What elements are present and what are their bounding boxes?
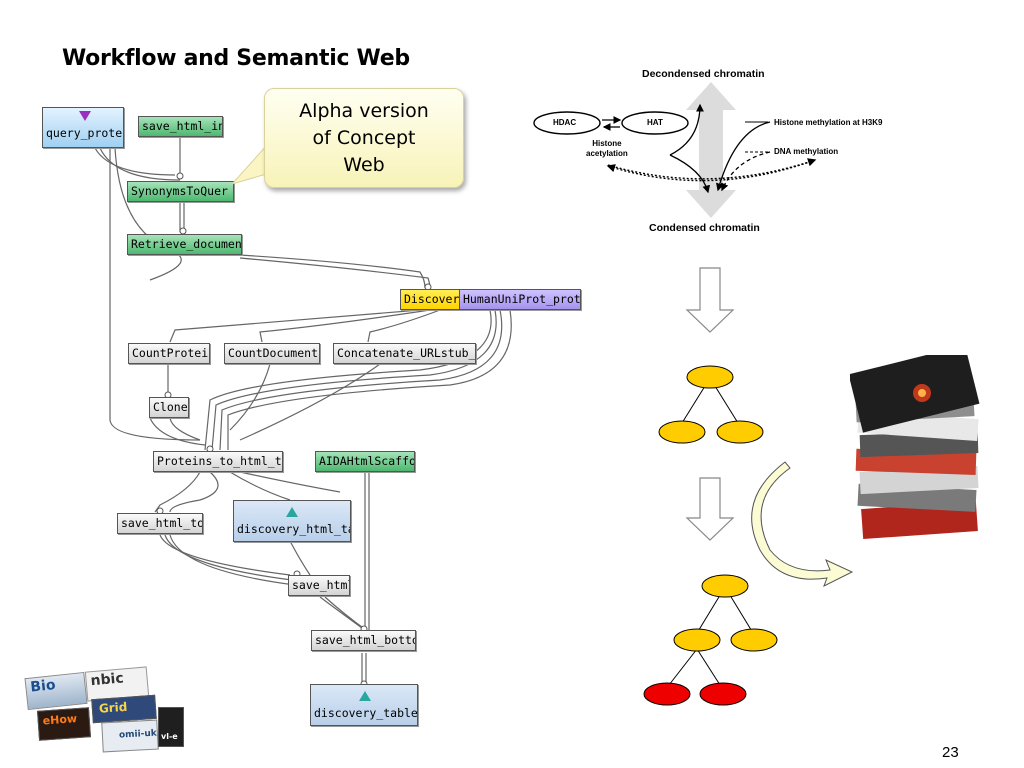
node-discovery-html-table[interactable]: discovery_html_table <box>233 500 351 542</box>
tree-node <box>730 628 778 652</box>
tree-leaf <box>699 682 747 706</box>
tree-leaf <box>643 682 691 706</box>
tree-node <box>686 365 734 389</box>
tree-node <box>673 628 721 652</box>
node-discover[interactable]: Discover_ <box>400 289 460 310</box>
tree-node <box>701 574 749 598</box>
node-label: CountDocuments <box>228 346 320 360</box>
node-label: discovery_html_table <box>237 522 350 536</box>
histone-methylation-label: Histone methylation at H3K9 <box>774 118 883 127</box>
vle-logo: vl-e <box>158 707 184 747</box>
callout-line: of Concept <box>312 127 416 149</box>
input-port-icon <box>286 507 298 517</box>
ehow-logo: eHow <box>37 707 91 741</box>
node-retrieve-documents[interactable]: Retrieve_documents <box>127 234 242 255</box>
node-label: Concatenate_URLstub_ID <box>337 346 476 360</box>
omii-logo: omii-uk <box>101 719 159 753</box>
node-count-proteins[interactable]: CountProteins <box>128 343 210 364</box>
node-concatenate-urlstub-id[interactable]: Concatenate_URLstub_ID <box>333 343 476 364</box>
down-arrow-icon <box>685 477 735 541</box>
node-label: AIDAHtmlScaffo <box>319 454 415 468</box>
dna-methylation-label: DNA methylation <box>774 147 839 156</box>
partner-logos: Bio nbic Grid eHow omii-uk vl-e <box>14 665 189 755</box>
node-label: Proteins_to_html_table <box>157 454 282 468</box>
condensed-chromatin-label: Condensed chromatin <box>649 222 760 234</box>
page-number: 23 <box>942 744 959 761</box>
node-query-protein[interactable]: query_protein <box>42 107 124 148</box>
tree-node <box>716 420 764 444</box>
node-clone[interactable]: Clone <box>149 397 189 418</box>
node-discovery-table-url[interactable]: discovery_table_ur <box>310 684 418 726</box>
node-label: HumanUniProt_protei <box>463 292 581 306</box>
node-save-html-bottom[interactable]: save_html_bottom <box>311 630 416 651</box>
decondensed-chromatin-label: Decondensed chromatin <box>642 68 765 80</box>
curved-arrow-icon <box>751 461 854 588</box>
chromatin-diagram <box>533 82 817 218</box>
node-label: Clone <box>153 400 188 414</box>
node-label: save_html_bottom <box>315 633 416 647</box>
tree-node <box>658 420 706 444</box>
hdac-label: HDAC <box>553 118 577 127</box>
node-label: Discover_ <box>404 292 460 306</box>
concept-tree-diagram <box>643 267 854 706</box>
node-aida-html-scaffold[interactable]: AIDAHtmlScaffo <box>315 451 415 472</box>
hat-label: HAT <box>647 118 663 127</box>
node-label: CountProteins <box>132 346 209 360</box>
node-save-html-top[interactable]: save_html_top <box>117 513 203 534</box>
node-label: discovery_table_ur <box>314 706 418 720</box>
node-save-html[interactable]: save_html <box>288 575 350 596</box>
histone-acetylation-label: Histone acetylation <box>586 139 628 159</box>
concept-web-callout: Alpha version of Concept Web <box>264 88 464 188</box>
node-label: Retrieve_documents <box>131 237 242 251</box>
node-proteins-to-html-table[interactable]: Proteins_to_html_table <box>153 451 283 472</box>
bio-logo: Bio <box>24 671 88 711</box>
output-port-icon <box>79 111 91 121</box>
down-arrow-icon <box>685 267 735 333</box>
slide-title: Workflow and Semantic Web <box>62 46 410 71</box>
node-label: SynonymsToQuer <box>131 184 228 198</box>
node-label: save_html_top <box>121 516 203 530</box>
callout-line: Web <box>343 154 385 176</box>
grid-logo: Grid <box>91 694 157 724</box>
label-line: Histone <box>592 139 622 148</box>
book-stack-image <box>848 345 985 540</box>
node-humanuniprot-protein[interactable]: HumanUniProt_protei <box>459 289 581 310</box>
workflow-connections <box>94 138 512 688</box>
node-synonyms-to-query[interactable]: SynonymsToQuer <box>127 181 234 202</box>
input-port-icon <box>359 691 371 701</box>
label-line: acetylation <box>586 149 628 158</box>
node-count-documents[interactable]: CountDocuments <box>224 343 320 364</box>
node-label: save_html <box>292 578 350 592</box>
node-label: save_html_ini <box>142 119 222 133</box>
node-save-html-init[interactable]: save_html_ini <box>138 116 223 137</box>
node-label: query_protein <box>46 126 123 140</box>
callout-line: Alpha version <box>299 100 429 122</box>
